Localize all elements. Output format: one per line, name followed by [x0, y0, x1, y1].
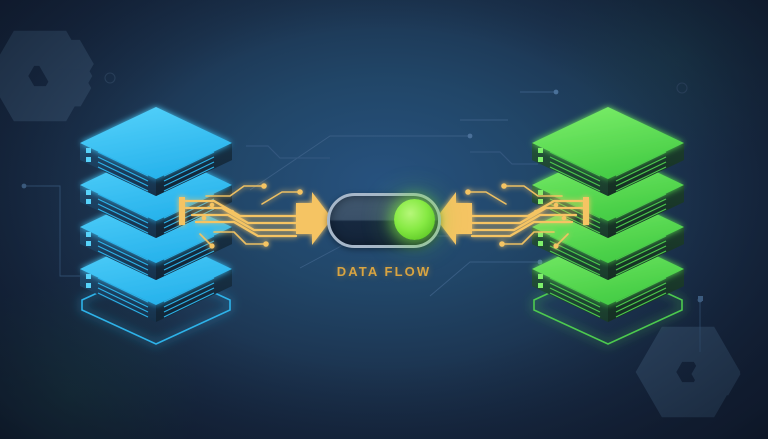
- server-right-layer-1: [532, 107, 684, 196]
- server-left-layer-1: [80, 107, 232, 196]
- server-left-graphic: [80, 107, 232, 345]
- toggle-knob[interactable]: [394, 199, 435, 240]
- server-stack-right[interactable]: [508, 86, 708, 345]
- server-right-graphic: [532, 107, 684, 345]
- data-flow-toggle[interactable]: [327, 193, 441, 248]
- data-flow-label: DATA FLOW: [336, 264, 432, 279]
- server-stack-left[interactable]: [56, 86, 256, 345]
